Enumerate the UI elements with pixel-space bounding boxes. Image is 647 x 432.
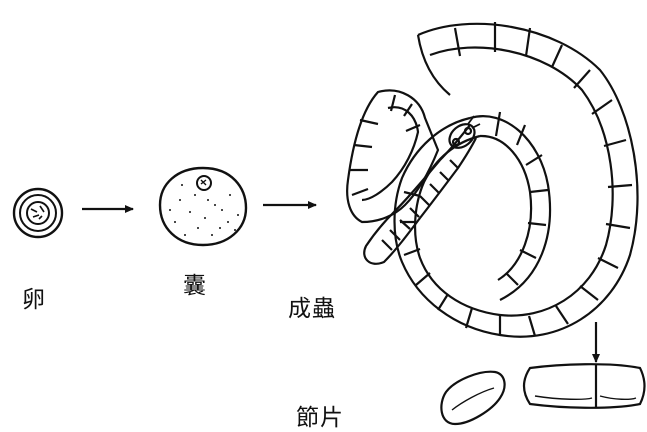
adult-tapeworm-illustration <box>347 22 637 337</box>
egg-illustration <box>14 189 62 237</box>
egg-label: 卵 <box>22 280 46 314</box>
adult-label: 成蟲 <box>288 289 336 323</box>
cyst-illustration <box>160 168 246 245</box>
cyst-label: 囊 <box>183 266 207 300</box>
segment-illustration <box>441 364 644 424</box>
segment-label: 節片 <box>296 398 344 432</box>
